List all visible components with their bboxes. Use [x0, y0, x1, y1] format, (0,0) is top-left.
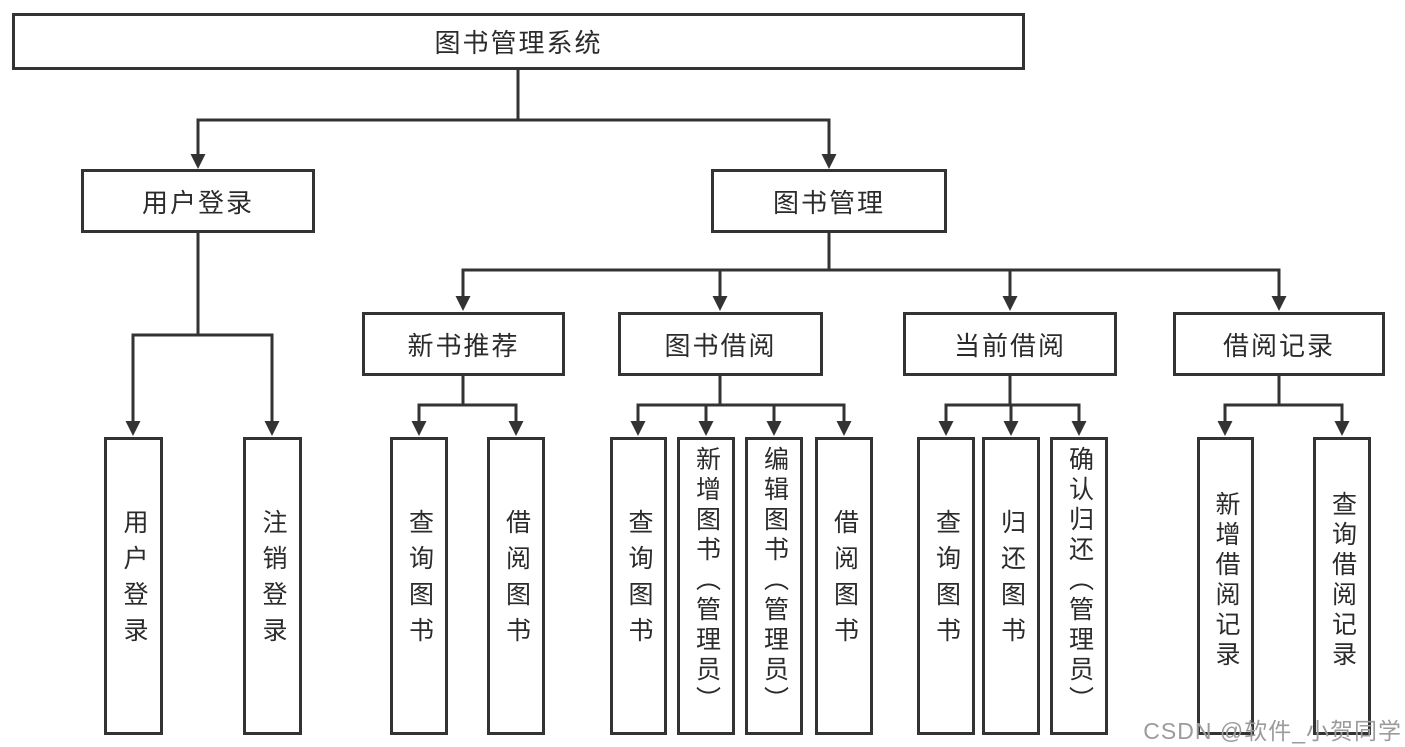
leaf-label: 归还图书 — [997, 509, 1026, 653]
node-leaf-user-login: 用户登录 — [104, 437, 163, 735]
connector-root-rail — [190, 118, 837, 169]
node-leaf-query-record: 查询借阅记录 — [1313, 437, 1371, 735]
node-leaf-add-book: 新增图书（管理员） — [677, 437, 735, 735]
node-book-mgmt: 图书管理 — [711, 169, 947, 233]
node-current-borrow: 当前借阅 — [903, 312, 1117, 376]
node-user-login-label: 用户登录 — [141, 187, 254, 218]
connector-borrow-rail — [630, 403, 852, 436]
connector-records-rail — [1217, 403, 1350, 436]
node-root-label: 图书管理系统 — [434, 28, 603, 58]
leaf-label: 借阅图书 — [830, 509, 859, 653]
node-current-borrow-label: 当前借阅 — [953, 330, 1066, 361]
node-new-book-rec: 新书推荐 — [362, 312, 565, 376]
leaf-label: 查询图书 — [405, 509, 434, 653]
node-leaf-confirm-return: 确认归还（管理员） — [1050, 437, 1108, 735]
node-root: 图书管理系统 — [12, 13, 1025, 70]
leaf-label: 查询借阅记录 — [1328, 491, 1357, 671]
leaf-label: 注销登录 — [259, 509, 287, 653]
csdn-watermark: CSDN @软件_小贺同学 — [1143, 718, 1402, 744]
leaf-label: 查询图书 — [625, 509, 653, 653]
node-user-login: 用户登录 — [81, 169, 315, 233]
node-leaf-add-record: 新增借阅记录 — [1197, 437, 1254, 735]
node-leaf-logout: 注销登录 — [243, 437, 302, 735]
node-leaf-query-book-3: 查询图书 — [917, 437, 975, 735]
node-book-borrow: 图书借阅 — [618, 312, 823, 376]
node-leaf-edit-book: 编辑图书（管理员） — [745, 437, 803, 735]
leaf-label: 用户登录 — [120, 509, 148, 653]
node-borrow-records: 借阅记录 — [1173, 312, 1385, 376]
node-leaf-return-book: 归还图书 — [982, 437, 1040, 735]
node-leaf-borrow-book-2: 借阅图书 — [815, 437, 873, 735]
connector-bookmgmt-rail — [455, 268, 1287, 311]
leaf-label: 编辑图书（管理员） — [760, 446, 789, 716]
connector-userlogin-rail — [125, 333, 280, 436]
connector-rec-rail — [411, 403, 524, 436]
node-leaf-query-book-1: 查询图书 — [390, 437, 448, 735]
node-book-mgmt-label: 图书管理 — [772, 187, 885, 218]
node-borrow-records-label: 借阅记录 — [1222, 330, 1335, 361]
leaf-label: 确认归还（管理员） — [1065, 446, 1094, 716]
node-new-book-rec-label: 新书推荐 — [407, 330, 520, 361]
leaf-label: 新增借阅记录 — [1212, 491, 1240, 671]
leaf-label: 查询图书 — [932, 509, 961, 653]
leaf-label: 新增图书（管理员） — [692, 446, 721, 716]
node-book-borrow-label: 图书借阅 — [664, 330, 777, 361]
node-leaf-query-book-2: 查询图书 — [610, 437, 667, 735]
node-leaf-borrow-book-1: 借阅图书 — [487, 437, 545, 735]
leaf-label: 借阅图书 — [502, 509, 531, 653]
